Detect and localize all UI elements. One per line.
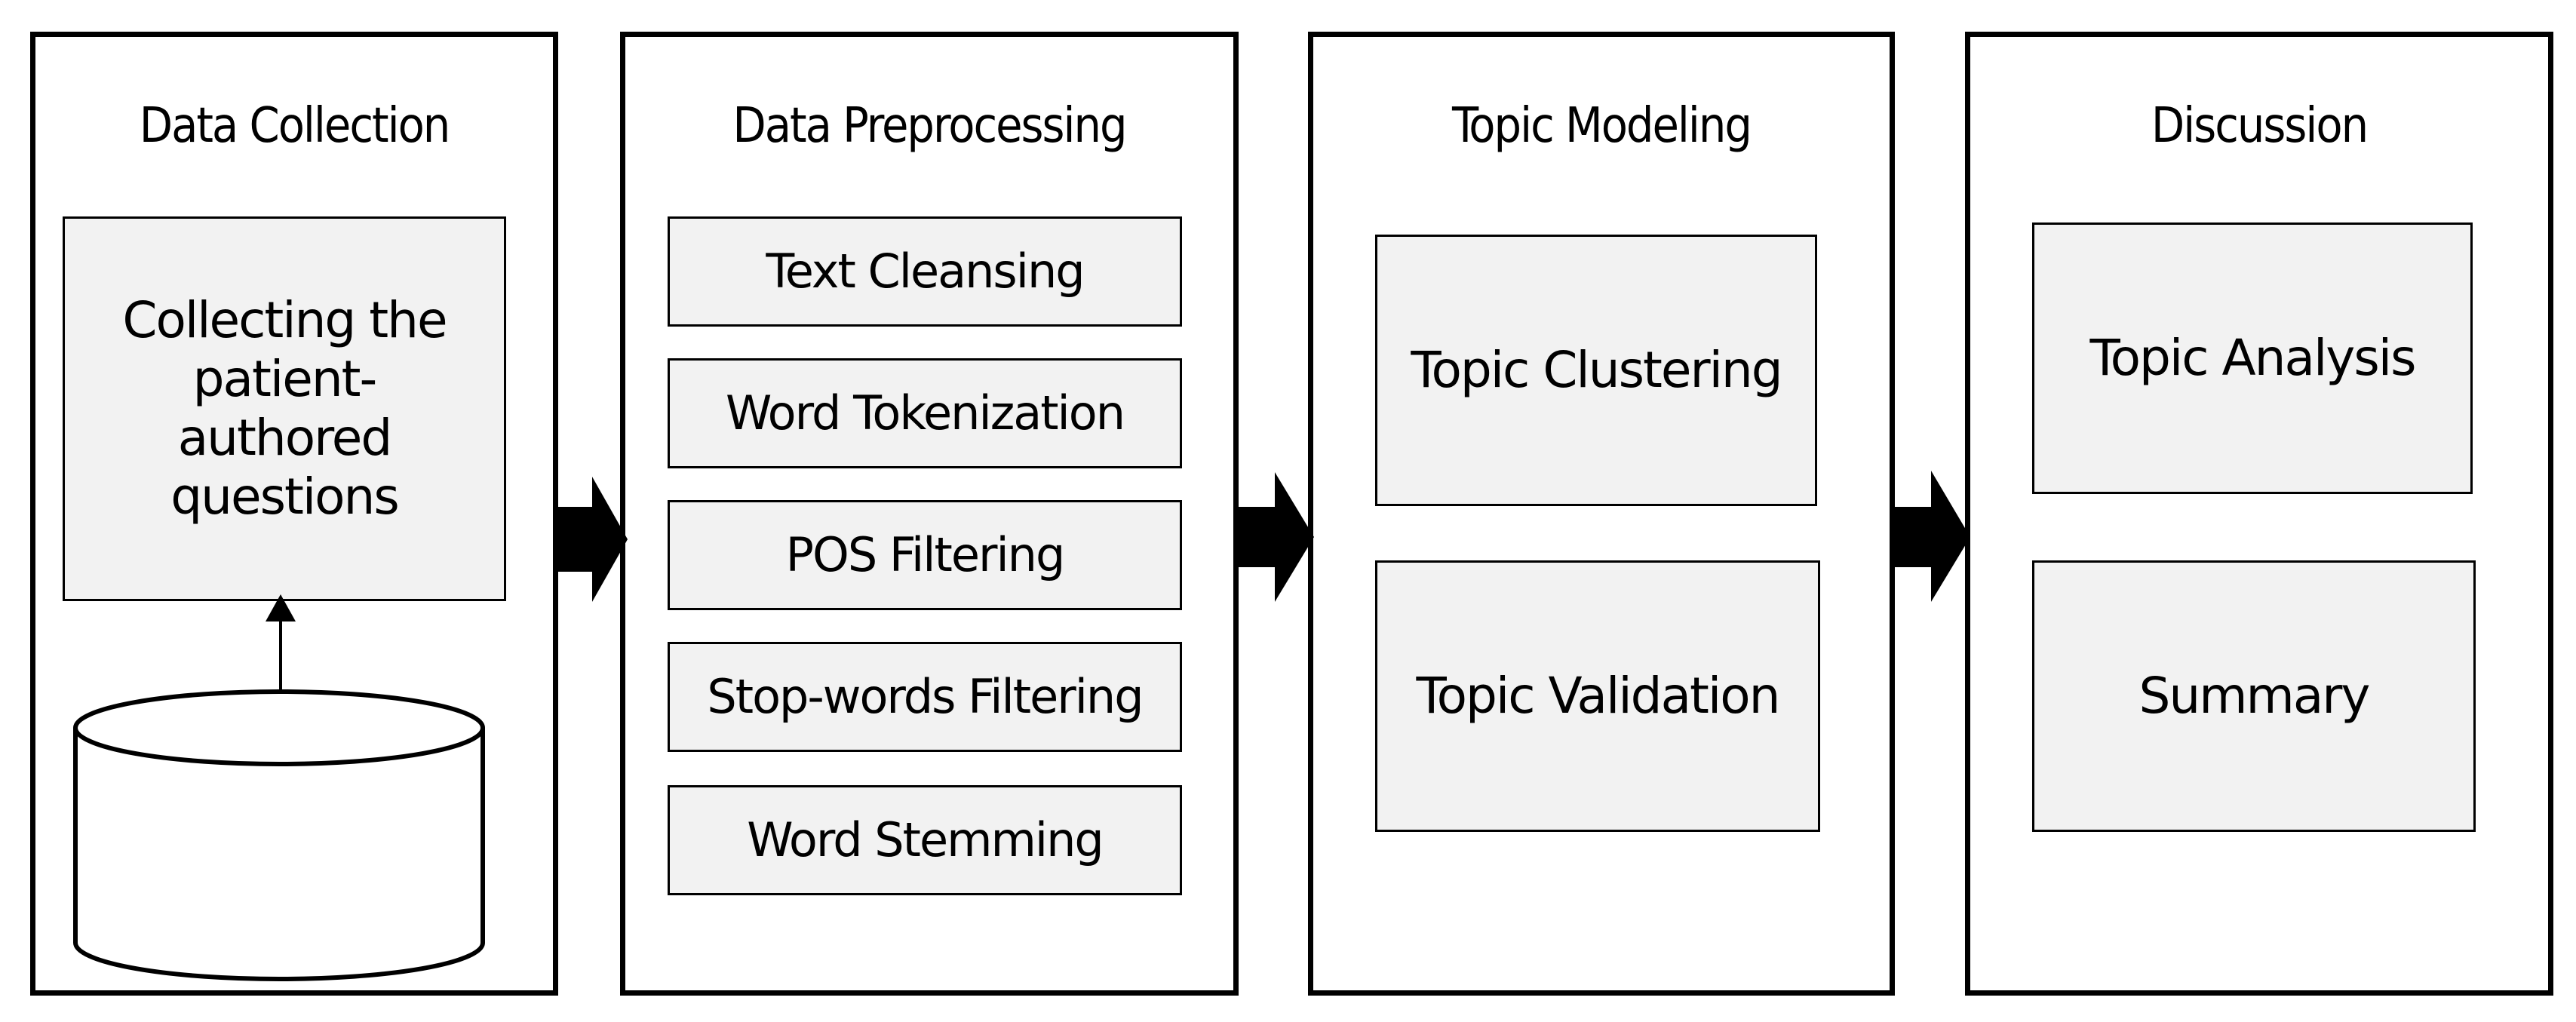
topic-analysis-box: Topic Analysis xyxy=(2032,223,2473,494)
flow-arrow-icon xyxy=(1893,471,1970,602)
stage-title: Discussion xyxy=(2151,98,2369,154)
stage-title: Data Collection xyxy=(139,98,451,154)
stage-discussion: Discussion Topic Analysis Summary xyxy=(1965,32,2553,996)
stage-title: Data Preprocessing xyxy=(732,98,1127,154)
text-cleansing-box: Text Cleansing xyxy=(668,216,1182,327)
word-tokenization-box: Word Tokenization xyxy=(668,358,1182,468)
flow-arrow-icon xyxy=(556,477,628,602)
collecting-questions-box: Collecting the patient-authored question… xyxy=(63,216,506,601)
flow-arrow-icon xyxy=(1236,472,1314,602)
stop-words-filtering-box: Stop-words Filtering xyxy=(668,642,1182,752)
stage-topic-modeling: Topic Modeling Topic Clustering Topic Va… xyxy=(1308,32,1895,996)
social-qa-site-label: Social Q&A Site xyxy=(99,822,465,880)
summary-box: Summary xyxy=(2032,560,2476,832)
stage-data-preprocessing: Data Preprocessing Text Cleansing Word T… xyxy=(620,32,1239,996)
pos-filtering-box: POS Filtering xyxy=(668,500,1182,610)
stage-title: Topic Modeling xyxy=(1452,98,1752,154)
topic-validation-box: Topic Validation xyxy=(1375,560,1820,832)
word-stemming-box: Word Stemming xyxy=(668,785,1182,895)
stage-data-collection: Data Collection Collecting the patient-a… xyxy=(30,32,558,996)
topic-clustering-box: Topic Clustering xyxy=(1375,235,1817,506)
